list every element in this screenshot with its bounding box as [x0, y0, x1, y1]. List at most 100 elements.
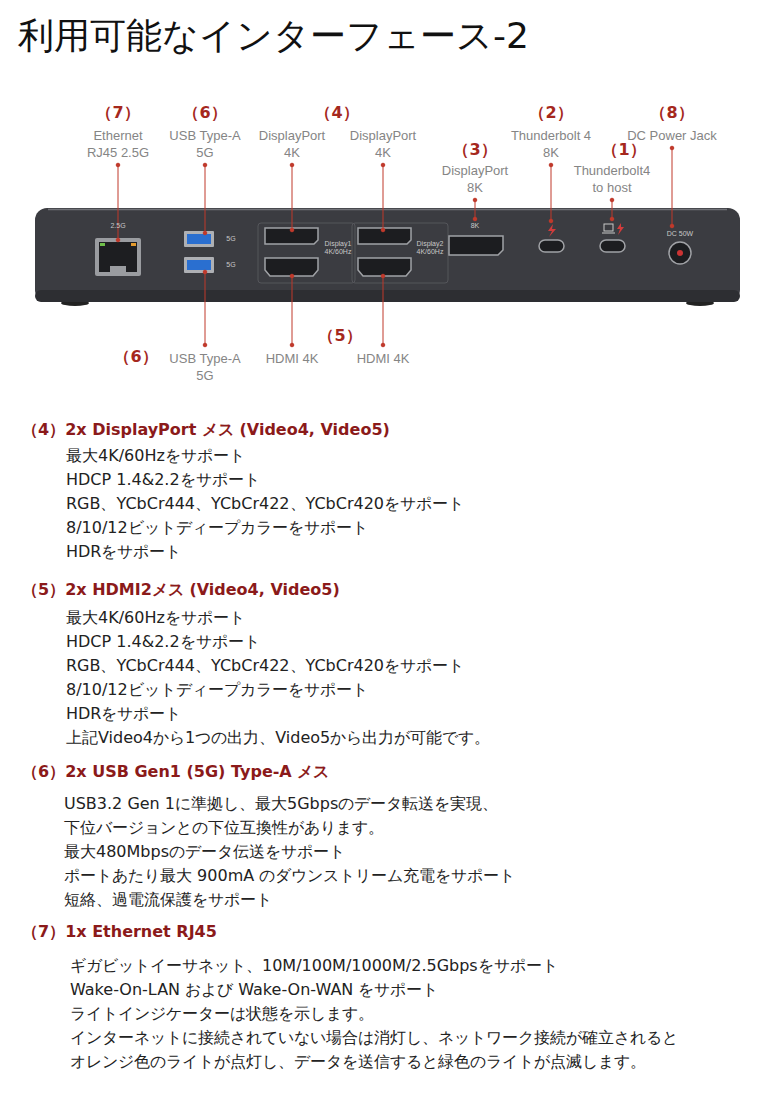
spec-line: 最大4K/60Hzをサポート — [66, 444, 245, 468]
hdmi-port — [358, 258, 411, 276]
spec-line: HDRをサポート — [66, 540, 181, 564]
callout-number: （8） — [642, 103, 702, 124]
port-label: DisplayPort 4K — [254, 127, 330, 161]
callout-number: （5） — [312, 326, 368, 347]
port-label: USB Type-A 5G — [165, 127, 245, 161]
port-marking: 5G — [224, 261, 238, 269]
leader-line — [612, 200, 613, 219]
leader-line — [205, 165, 206, 233]
spec-line: RGB、YCbCr444、YCbCr422、YCbCr420をサポート — [66, 654, 464, 678]
usb-a-tongue — [187, 234, 211, 244]
display-group-outline — [352, 223, 448, 283]
spec-line: オレンジ色のライトが点灯し、データを送信すると緑色のライトが点滅します。 — [70, 1050, 646, 1074]
usb-a-port — [184, 231, 214, 247]
callout-number: （6） — [175, 103, 235, 124]
port-marking: 5G — [224, 235, 238, 243]
usb-a-port — [184, 257, 214, 273]
display-group-outline — [258, 223, 355, 283]
dc-jack — [669, 242, 691, 264]
port-label: Ethernet RJ45 2.5G — [82, 127, 154, 161]
device-body — [35, 208, 740, 302]
leader-dot — [116, 163, 120, 167]
leader-dot — [203, 270, 207, 274]
leader-dot — [670, 224, 674, 228]
thunderbolt-icon — [548, 224, 556, 237]
leader-dot — [549, 163, 553, 167]
leader-line — [551, 165, 552, 221]
usb-a-tongue — [187, 260, 211, 270]
leader-line — [383, 276, 384, 345]
section-heading: （5）2x HDMI2メス (Video4, Video5) — [22, 578, 340, 602]
hdmi-port — [265, 258, 318, 276]
spec-line: 上記Video4から1つの出力、Video5から出力が可能です。 — [66, 726, 490, 750]
spec-line: HDCP 1.4&2.2をサポート — [66, 468, 260, 492]
rj45-tab — [110, 266, 126, 272]
leader-dot — [290, 343, 294, 347]
port-label: DisplayPort 8K — [437, 162, 513, 196]
device-edge — [48, 209, 727, 211]
leader-dot — [290, 274, 294, 278]
spec-line: 最大480Mbpsのデータ伝送をサポート — [64, 840, 345, 864]
leader-dot — [290, 228, 294, 232]
leader-line — [475, 200, 476, 219]
leader-dot — [610, 198, 614, 202]
leader-dot — [290, 163, 294, 167]
spec-line: 下位バージョンとの下位互換性があります。 — [64, 816, 384, 840]
led-green — [100, 243, 105, 246]
port-marking: Display1 4K/60Hz — [322, 240, 354, 256]
callout-number: （2） — [521, 103, 581, 124]
spec-line: インターネットに接続されていない場合は消灯し、ネットワーク接続が確立されると — [70, 1026, 678, 1050]
port-marking: Display2 4K/60Hz — [414, 240, 446, 256]
port-marking: DC 50W — [665, 230, 695, 238]
callout-number: （6） — [108, 347, 164, 368]
page-title: 利用可能なインターフェース-2 — [18, 14, 529, 57]
device-base — [35, 290, 740, 302]
leader-lines — [116, 146, 674, 347]
callout-number: （4） — [307, 103, 367, 124]
laptop-icon — [604, 224, 613, 231]
leader-line — [205, 272, 206, 345]
spec-line: 最大4K/60Hzをサポート — [66, 606, 245, 630]
thunderbolt-icon — [617, 223, 624, 235]
leader-line — [383, 165, 384, 230]
leader-dot — [203, 231, 207, 235]
leader-dot — [116, 238, 120, 242]
spec-line: Wake-On-LAN および Wake-On-WAN をサポート — [70, 978, 438, 1002]
leader-line — [292, 276, 293, 345]
leader-dot — [203, 343, 207, 347]
leader-dot — [203, 163, 207, 167]
spec-line: ライトインジケーターは状態を示します。 — [70, 1002, 374, 1026]
leader-dot — [610, 217, 614, 221]
spec-line: HDCP 1.4&2.2をサポート — [66, 630, 260, 654]
section-heading: （4）2x DisplayPort メス (Video4, Video5) — [22, 418, 390, 442]
leader-dot — [381, 274, 385, 278]
dc-jack-pin — [677, 250, 683, 256]
callout-number: （3） — [445, 140, 505, 161]
leader-line — [292, 165, 293, 230]
spec-line: ポートあたり最大 900mA のダウンストリーム充電をサポート — [64, 864, 515, 888]
led-orange — [131, 243, 136, 246]
displayport-port — [265, 228, 318, 244]
port-marking: 8K — [467, 222, 483, 230]
spec-line: USB3.2 Gen 1に準拠し、最大5Gbpsのデータ転送を実現、 — [64, 792, 498, 816]
port-label: Thunderbolt 4 8K — [506, 127, 596, 161]
dock-device: 2.5G5G5GDisplay1 4K/60HzDisplay2 4K/60Hz… — [35, 208, 740, 302]
thunderbolt-host-port — [600, 240, 625, 252]
leader-dot — [473, 217, 477, 221]
section-heading: （7）1x Ethernet RJ45 — [22, 920, 217, 944]
spec-line: HDRをサポート — [66, 702, 181, 726]
displayport-8k-port — [449, 236, 503, 255]
spec-line: ギガビットイーサネット、10M/100M/1000M/2.5Gbpsをサポート — [70, 954, 558, 978]
port-label: USB Type-A 5G — [165, 350, 245, 384]
leader-dot — [381, 163, 385, 167]
thunderbolt-port — [539, 240, 564, 252]
section-heading: （6）2x USB Gen1 (5G) Type-A メス — [22, 760, 329, 784]
port-label: DisplayPort 4K — [345, 127, 421, 161]
leader-dot — [381, 343, 385, 347]
laptop-icon — [602, 233, 615, 234]
port-label: Thunderbolt4 to host — [570, 162, 654, 196]
spec-line: 短絡、過電流保護をサポート — [64, 888, 272, 912]
leader-dot — [670, 146, 674, 150]
displayport-port — [358, 228, 411, 244]
spec-line: 8/10/12ビットディープカラーをサポート — [66, 516, 368, 540]
